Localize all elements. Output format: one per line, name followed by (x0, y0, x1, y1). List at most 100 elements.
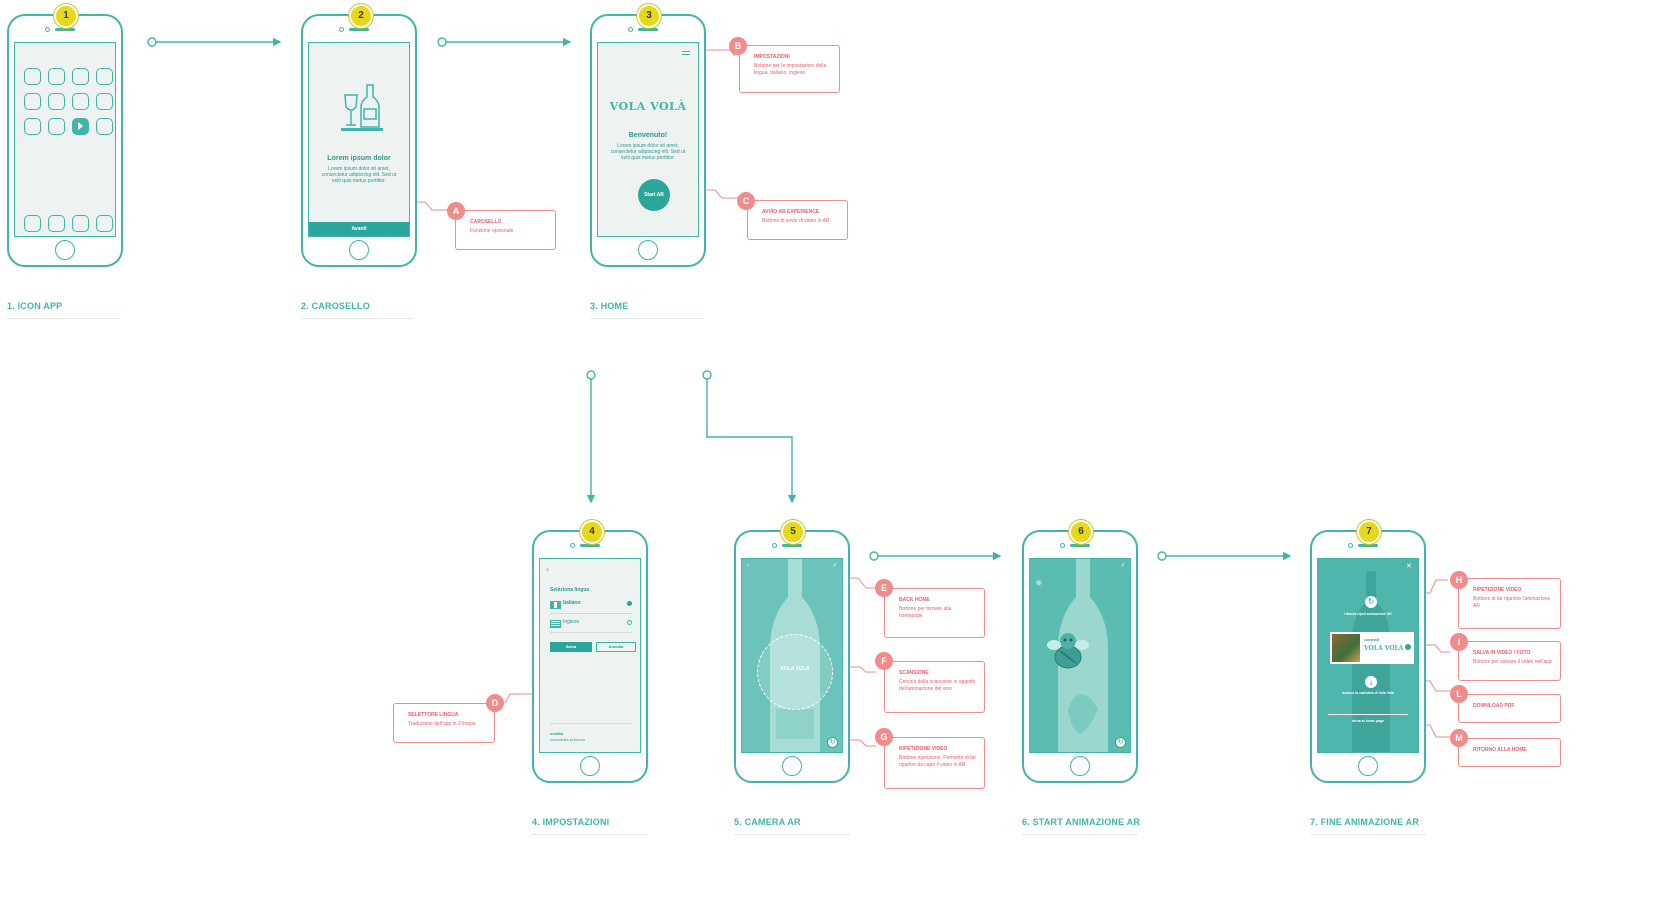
flash-icon[interactable]: ⚡ (1120, 562, 1125, 569)
phone-home-button[interactable] (1070, 756, 1090, 776)
phone-home-button[interactable] (55, 240, 75, 260)
annotation-note-b: IMPOSTAZIONI Bottone per le impostazioni… (739, 45, 840, 93)
phone-home-button[interactable] (638, 240, 658, 260)
annotation-title: CAROSELLO (470, 219, 502, 225)
annotation-badge-f: F (875, 652, 893, 670)
vola-vola-logo: VOLA VOLÀ (609, 100, 687, 113)
settings-menu-icon[interactable] (682, 51, 690, 55)
phone-home-button[interactable] (1358, 756, 1378, 776)
replay-button[interactable]: ↻ (1115, 737, 1126, 748)
flow-start-node (437, 37, 447, 47)
language-option-italian[interactable]: Italiano (563, 600, 581, 606)
phone-home-button[interactable] (349, 240, 369, 260)
annotation-title: BACK HOME (899, 597, 930, 603)
annotation-badge-d: D (486, 694, 504, 712)
app-icon[interactable] (24, 118, 41, 135)
flow-start-node (586, 370, 596, 380)
camera-ar-screen: VOLA VOLA ‹ ⚡ ↻ (741, 558, 843, 753)
annotation-badge-i: I (1450, 633, 1468, 651)
annotation-note-f: SCANSIONE Cerchio della scansione in ogg… (884, 661, 985, 713)
phone-home-button[interactable] (580, 756, 600, 776)
annotation-title: SCANSIONE (899, 670, 929, 676)
app-icon[interactable] (72, 93, 89, 110)
start-ar-label: Start AR (644, 192, 664, 198)
app-icon[interactable] (96, 93, 113, 110)
annotation-title: SALVA IN VIDEO / FOTO (1473, 650, 1531, 656)
annotation-title: RITORNO ALLA HOME (1473, 747, 1527, 753)
step-number-badge: 5 (781, 520, 805, 544)
end-animation-screen: ✕ ↻ rilascia ripeti animazione AR condiv… (1317, 558, 1419, 753)
credits-label[interactable]: credits (550, 731, 564, 736)
save-share-card[interactable]: condividi VOLA VOLÀ (1330, 632, 1414, 664)
language-option-english[interactable]: Inglese (563, 619, 580, 625)
step-number-badge: 7 (1357, 520, 1381, 544)
bottle-label-text: VOLA VOLA (780, 666, 810, 672)
phone-home-button[interactable] (782, 756, 802, 776)
annotation-note-a: CAROSELLO Funzione opzionale (455, 210, 556, 250)
caption-underline (734, 834, 850, 835)
radio-selected[interactable] (627, 601, 632, 606)
divider (550, 632, 632, 633)
carousel-screen: Lorem ipsum dolor Lorem ipsum dolor sit … (308, 42, 410, 237)
vola-vola-app-icon[interactable] (72, 118, 89, 135)
annotation-title: IMPOSTAZIONI (754, 54, 790, 60)
home-screen (14, 42, 116, 237)
app-icon[interactable] (24, 68, 41, 85)
bee-character-illustration (1047, 633, 1089, 669)
annotation-badge-e: E (875, 579, 893, 597)
annotation-title: RIPETIZIONE VIDEO (899, 746, 948, 752)
app-icon[interactable] (72, 68, 89, 85)
annotation-badge-l: L (1450, 685, 1468, 703)
phone-camera (1060, 543, 1065, 548)
phone-speaker (1358, 544, 1378, 547)
annotation-note-h: RIPETIZIONE VIDEO Bottone di far riparti… (1458, 578, 1561, 629)
dock-app-icon[interactable] (96, 215, 113, 232)
step-caption: 4. IMPOSTAZIONI (532, 817, 610, 827)
start-ar-button[interactable]: Start AR (638, 179, 670, 211)
close-icon[interactable]: ✕ (1406, 562, 1412, 570)
annotation-body: Bottone per tornare alla homepage (899, 606, 952, 619)
caption-underline (1022, 834, 1138, 835)
phone-speaker (782, 544, 802, 547)
step-caption: 2. CAROSELLO (301, 301, 370, 311)
save-button[interactable]: Salva (550, 642, 592, 652)
replay-button[interactable]: ↻ (827, 737, 838, 748)
annotation-body: Bottone per salvare il video nell'app (1473, 659, 1552, 665)
step-number-badge: 1 (54, 4, 78, 28)
download-icon[interactable]: ⤓ (1365, 676, 1377, 688)
phone-step-2: Lorem ipsum dolor Lorem ipsum dolor sit … (301, 14, 417, 267)
app-icon[interactable] (48, 93, 65, 110)
back-home-icon[interactable]: ‹ (747, 562, 750, 569)
cancel-button[interactable]: Annulla (596, 642, 636, 652)
app-icon[interactable] (96, 118, 113, 135)
phone-step-3: VOLA VOLÀ Benvenuto! Lorem ipsum dolor s… (590, 14, 706, 267)
radio-unselected[interactable] (627, 620, 632, 625)
app-icon[interactable] (24, 93, 41, 110)
annotation-body: Bottone per le impostazioni della lingua… (754, 63, 827, 76)
back-home-link[interactable]: torna al home page (1351, 719, 1385, 723)
app-icon[interactable] (48, 118, 65, 135)
annotation-badge-c: C (737, 192, 755, 210)
dock-app-icon[interactable] (24, 215, 41, 232)
uk-flag-icon (550, 620, 561, 628)
annotation-note-d: SELETTORE LINGUA Traduzione dell'app in … (393, 703, 495, 743)
divider (1328, 714, 1408, 715)
phone-speaker (638, 28, 658, 31)
step-number-badge: 2 (349, 4, 373, 28)
annotation-title: SELETTORE LINGUA (408, 712, 459, 718)
dock-app-icon[interactable] (48, 215, 65, 232)
phone-speaker (1070, 544, 1090, 547)
dock-app-icon[interactable] (72, 215, 89, 232)
share-arrow-icon[interactable] (1405, 644, 1411, 650)
app-icon[interactable] (96, 68, 113, 85)
replay-animation-button[interactable]: ↻ (1365, 596, 1377, 608)
app-icon[interactable] (48, 68, 65, 85)
download-label: scarica la cartolina di Vola Volà (1342, 691, 1394, 695)
annotation-body: Bottone di far ripartire l'animazione AR (1473, 596, 1551, 609)
back-arrow-icon[interactable]: ‹ (546, 565, 550, 574)
flash-icon[interactable]: ⚡ (832, 562, 837, 569)
annotation-body: Bottone ripetizione. Permette di far rip… (899, 755, 976, 768)
scan-circle[interactable] (757, 634, 833, 710)
next-button[interactable]: Avanti (309, 222, 409, 236)
